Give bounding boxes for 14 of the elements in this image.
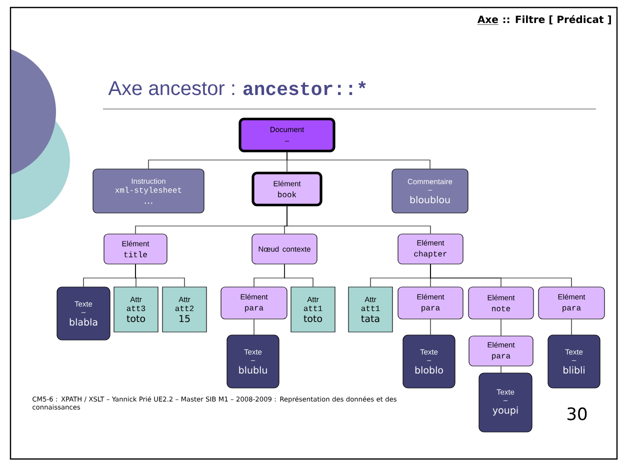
header-text: :: Filtre [ Prédicat ] <box>503 15 611 24</box>
connector-line <box>500 366 502 373</box>
slide-title: Axe ancestor : <box>108 81 234 96</box>
connector-line <box>430 264 572 287</box>
connector-line <box>286 152 430 169</box>
page-number: 30 <box>567 407 587 420</box>
connector-line <box>430 319 431 335</box>
connector-line <box>500 319 502 336</box>
code-expression: ancestor::* <box>243 81 366 96</box>
connector-line <box>135 264 185 287</box>
connector-line <box>571 319 572 335</box>
connector-line <box>286 206 431 234</box>
header-link: Axe <box>477 16 499 25</box>
connector-line <box>284 264 314 287</box>
